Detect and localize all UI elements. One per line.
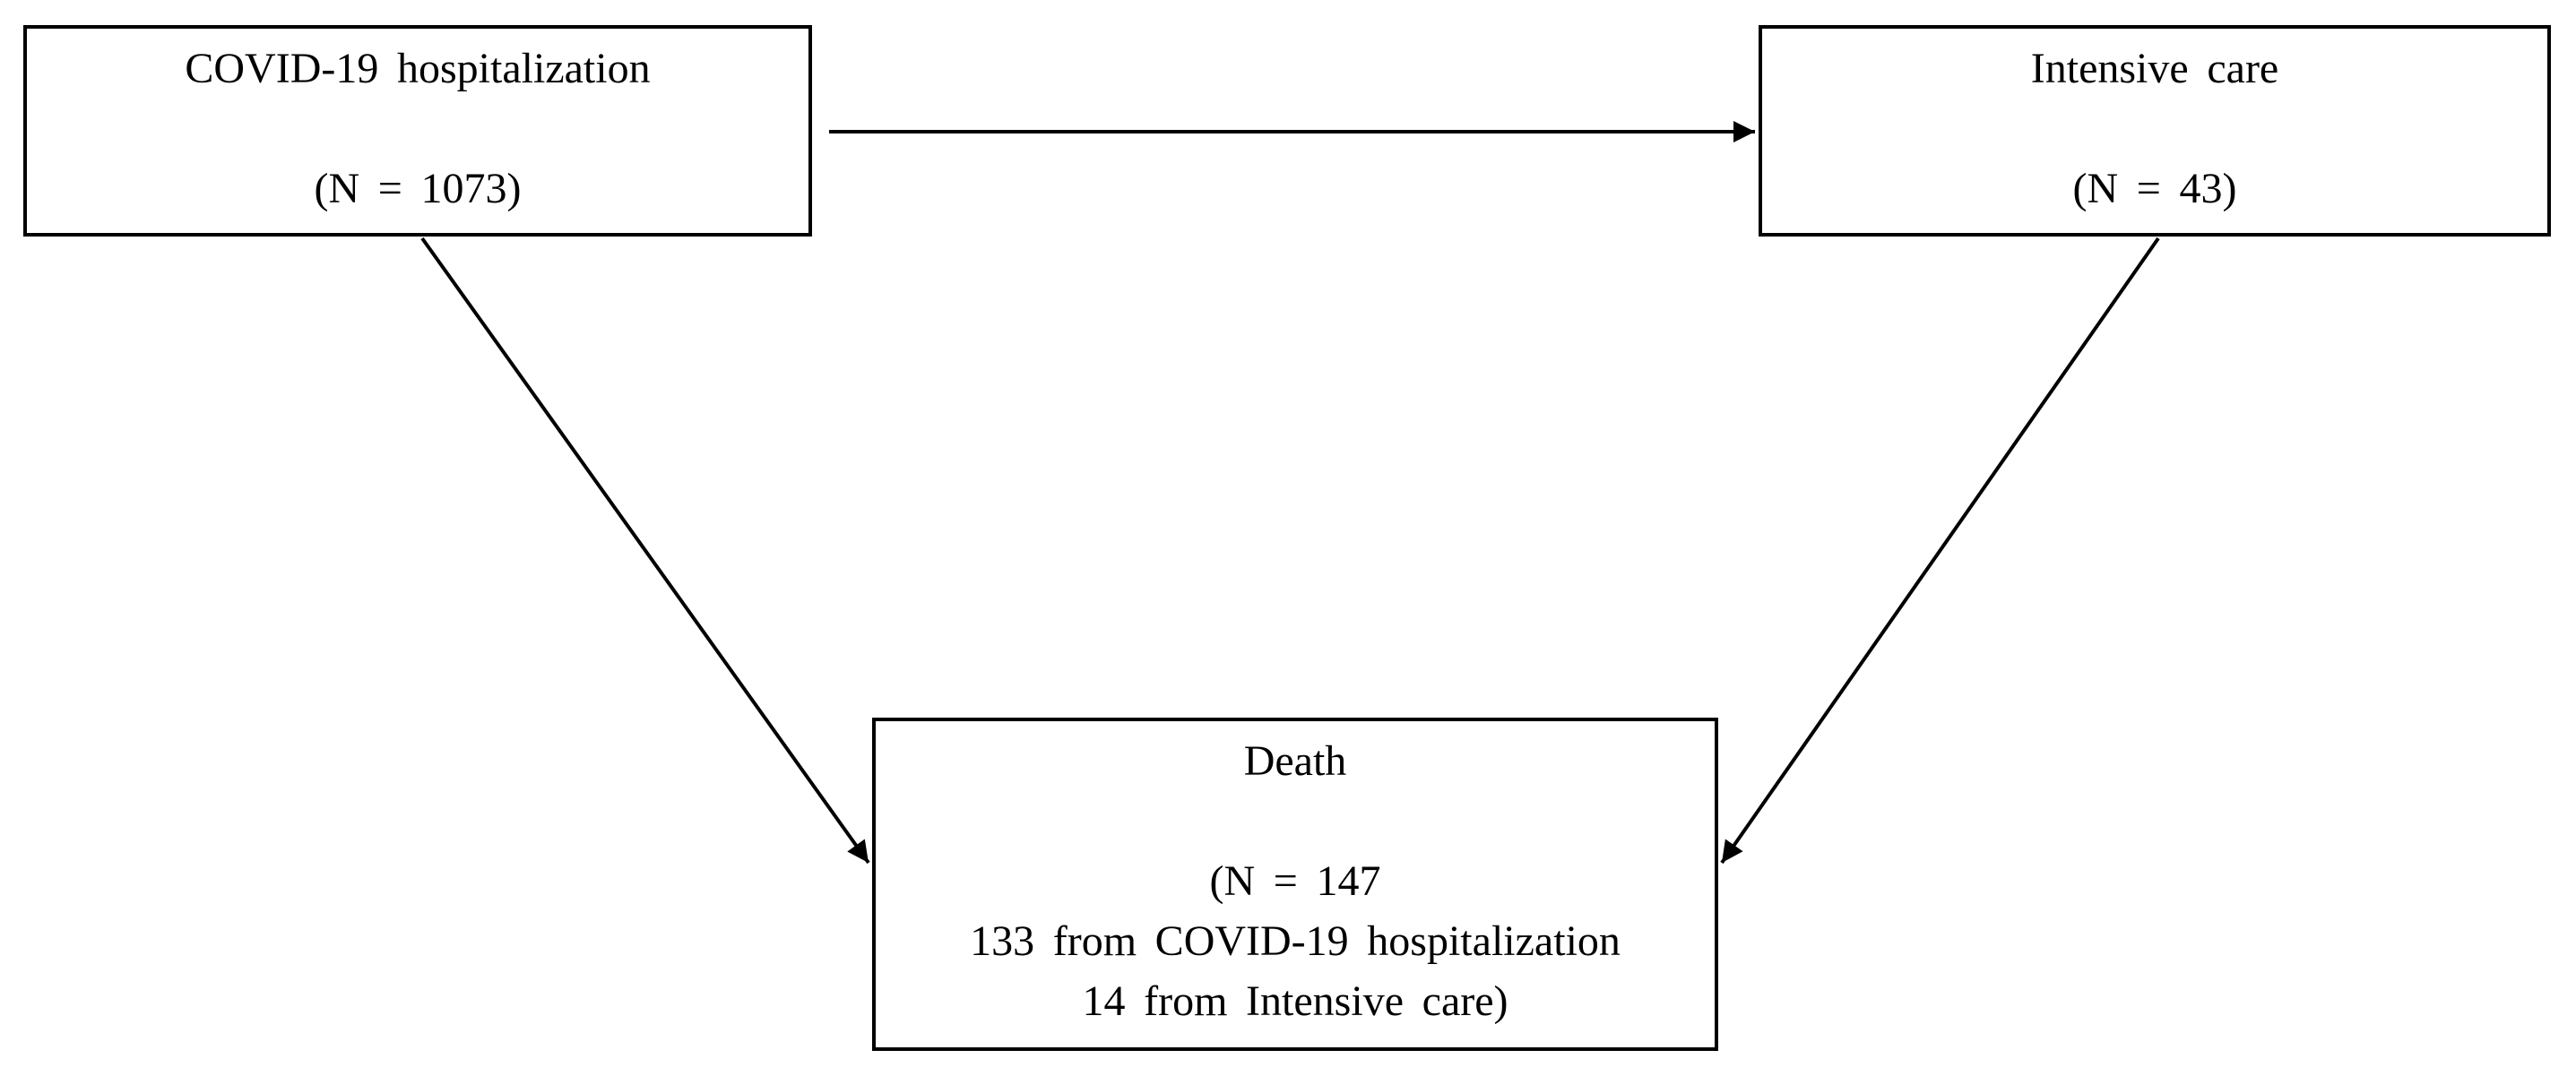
node-title: Death — [1243, 737, 1347, 785]
line-spacer — [876, 791, 1715, 851]
node-count: (N = 43) — [2072, 165, 2237, 212]
arrow-hospitalization-to-death — [420, 237, 870, 865]
line-spacer — [1762, 99, 2547, 159]
node-intensive-care: Intensive care (N = 43) — [1759, 25, 2551, 237]
node-title: COVID-19 hospitalization — [185, 45, 651, 92]
node-count: (N = 147 — [1209, 857, 1381, 905]
line-spacer — [27, 99, 808, 159]
node-death: Death (N = 147 133 from COVID-19 hospita… — [872, 718, 1718, 1051]
node-title: Intensive care — [2030, 45, 2279, 92]
node-breakdown-intensive-care: 14 from Intensive care) — [1082, 977, 1508, 1025]
arrow-intensive-care-to-death — [1720, 237, 2160, 865]
node-count: (N = 1073) — [314, 165, 522, 212]
node-breakdown-hospitalization: 133 from COVID-19 hospitalization — [970, 917, 1621, 965]
node-covid-hospitalization: COVID-19 hospitalization (N = 1073) — [23, 25, 812, 237]
